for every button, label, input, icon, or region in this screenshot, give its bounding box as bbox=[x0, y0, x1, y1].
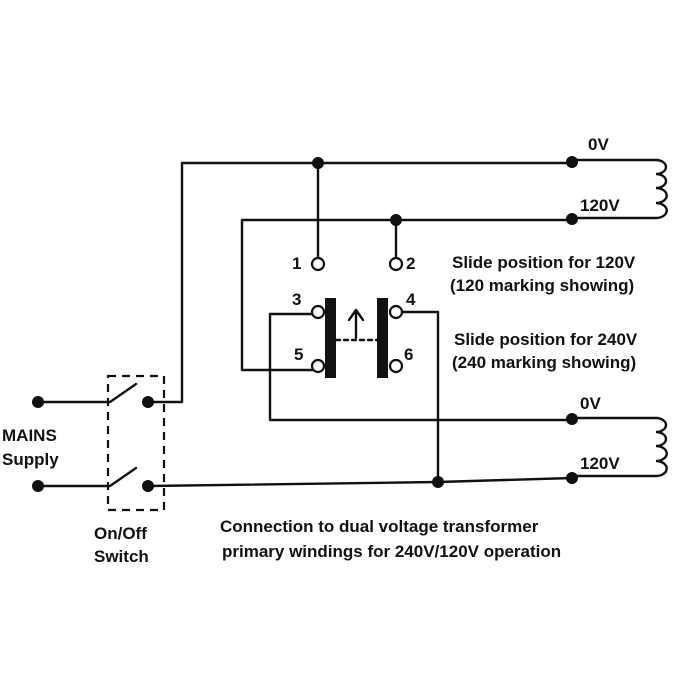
pin-2-terminal bbox=[388, 256, 404, 272]
mains-label-line2: Supply bbox=[2, 450, 59, 469]
pin-1-terminal bbox=[310, 256, 326, 272]
junction-pin4-return bbox=[432, 476, 444, 488]
wire-top-120v bbox=[240, 218, 574, 372]
wires bbox=[36, 158, 658, 488]
switch-label-line2: Switch bbox=[94, 547, 149, 566]
bottom-tap-0v-label: 0V bbox=[580, 394, 601, 413]
junction-top-120v bbox=[566, 213, 578, 225]
caption-line2: primary windings for 240V/120V operation bbox=[222, 542, 561, 561]
wire-switch-to-top-0v bbox=[146, 161, 574, 404]
slide-120-label-line2: (120 marking showing) bbox=[450, 276, 634, 295]
switch-enclosure bbox=[106, 374, 166, 512]
slide-bar-right bbox=[377, 298, 388, 378]
switch-label-line1: On/Off bbox=[94, 524, 147, 543]
junction-top-left bbox=[312, 157, 324, 169]
bottom-winding bbox=[655, 416, 668, 478]
junction-top-0v bbox=[566, 156, 578, 168]
wire-mains-top bbox=[36, 382, 138, 404]
wire-bottom-return bbox=[146, 476, 574, 488]
pin-1-label: 1 bbox=[292, 254, 301, 273]
wire-bottom-coil-leads bbox=[570, 416, 658, 478]
pin-4-label: 4 bbox=[406, 290, 416, 309]
slide-arrow-icon bbox=[347, 308, 365, 340]
junction-bottom-0v bbox=[566, 413, 578, 425]
junction-pin2 bbox=[390, 214, 402, 226]
junction-dots bbox=[32, 156, 578, 492]
pin-2-label: 2 bbox=[406, 254, 415, 273]
top-winding bbox=[655, 158, 668, 220]
wire-top-coil-leads bbox=[570, 158, 658, 220]
pin-6-label: 6 bbox=[404, 345, 413, 364]
mains-terminal-bottom bbox=[32, 480, 44, 492]
slide-240-label-line2: (240 marking showing) bbox=[452, 353, 636, 372]
caption-line1: Connection to dual voltage transformer bbox=[220, 517, 539, 536]
top-tap-0v-label: 0V bbox=[588, 135, 609, 154]
slide-240-label-line1: Slide position for 240V bbox=[454, 330, 638, 349]
pin-3-terminal bbox=[310, 304, 326, 320]
pin-5-terminal bbox=[310, 358, 326, 374]
pin-3-label: 3 bbox=[292, 290, 301, 309]
top-tap-120v-label: 120V bbox=[580, 196, 620, 215]
bottom-tap-120v-label: 120V bbox=[580, 454, 620, 473]
labels: MAINS Supply On/Off Switch 0V 120V 0V 12… bbox=[2, 135, 638, 566]
slide-bar-left bbox=[325, 298, 336, 378]
slide-120-label-line1: Slide position for 120V bbox=[452, 253, 636, 272]
slide-switch bbox=[310, 256, 404, 378]
switch-contact-top bbox=[142, 396, 154, 408]
junction-bottom-120v bbox=[566, 472, 578, 484]
wire-pin3-to-bottom-0v bbox=[268, 312, 574, 422]
bottom-coil-icon bbox=[655, 416, 668, 478]
mains-terminal-top bbox=[32, 396, 44, 408]
pin-6-terminal bbox=[388, 358, 404, 374]
wire-pin4 bbox=[394, 310, 440, 484]
switch-contact-bottom bbox=[142, 480, 154, 492]
mains-label-line1: MAINS bbox=[2, 426, 57, 445]
pin-4-terminal bbox=[388, 304, 404, 320]
wire-mains-bottom bbox=[36, 466, 138, 488]
top-coil-icon bbox=[655, 158, 668, 220]
pin-5-label: 5 bbox=[294, 345, 303, 364]
